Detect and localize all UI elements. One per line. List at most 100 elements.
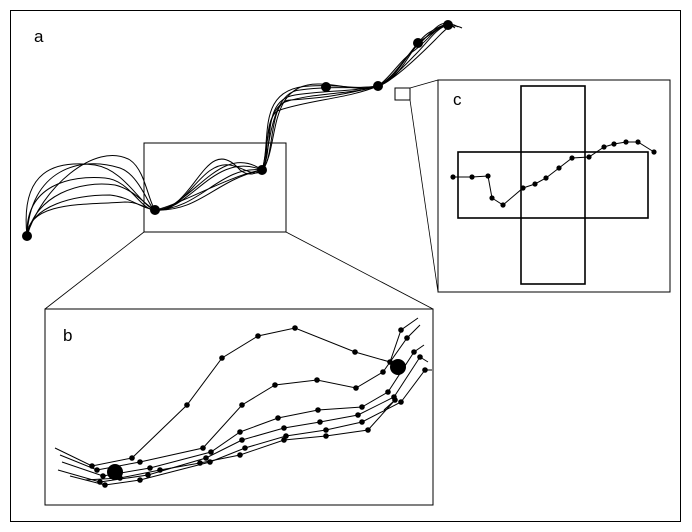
key-point [373, 81, 383, 91]
track-point [359, 419, 365, 425]
track-point [145, 472, 151, 478]
track-point [197, 460, 203, 466]
track-point [102, 482, 108, 488]
cross-horizontal-bar [457, 151, 649, 219]
track-point [207, 459, 213, 465]
track-point [380, 369, 386, 375]
track-point [532, 181, 538, 187]
track-point [219, 355, 225, 361]
leader-c-bottom [409, 99, 439, 293]
track-point [543, 175, 549, 181]
track-point [147, 465, 153, 471]
track-point [157, 467, 163, 473]
panel-b-key-point [390, 359, 406, 375]
panel-c-track [450, 139, 657, 208]
track-point [355, 412, 361, 418]
key-point [321, 82, 331, 92]
track-point [556, 165, 562, 171]
track-point [489, 195, 495, 201]
trajectory-curve [26, 24, 456, 237]
leader-b-left [44, 231, 145, 310]
track-point [353, 385, 359, 391]
panel-c-label: c [453, 90, 462, 109]
trajectory-curve [26, 25, 463, 237]
track-point [203, 455, 209, 461]
track-point [569, 155, 575, 161]
track-line [54, 317, 419, 467]
track-point [392, 397, 398, 403]
panel-b-label: b [63, 326, 72, 345]
track-point [317, 419, 323, 425]
track-point [611, 141, 617, 147]
leader-c-top [409, 79, 439, 89]
trajectory-curve [26, 23, 449, 237]
track-point [365, 427, 371, 433]
track-line [57, 356, 429, 483]
track-point [411, 349, 417, 355]
zoom-region-b [143, 142, 287, 233]
track-point [385, 389, 391, 395]
panel-b-key-point [107, 464, 123, 480]
trajectory-curve [26, 25, 446, 237]
track-point [237, 452, 243, 458]
key-point [443, 20, 453, 30]
track-point [281, 425, 287, 431]
key-point [22, 231, 32, 241]
track-point [601, 144, 607, 150]
track-point [520, 185, 526, 191]
zoom-region-c [394, 87, 411, 101]
track-point [200, 445, 206, 451]
track-point [417, 354, 423, 360]
track-point [239, 402, 245, 408]
key-point [413, 38, 423, 48]
track-point [315, 407, 321, 413]
panel-b-tracks [54, 317, 432, 488]
track-point [275, 415, 281, 421]
track-line [84, 399, 396, 481]
track-point [485, 173, 491, 179]
track-point [651, 149, 657, 155]
track-point [239, 437, 245, 443]
track-point [292, 325, 298, 331]
track-point [255, 333, 261, 339]
trajectory-curve [25, 23, 453, 237]
track-point [469, 174, 475, 180]
key-point [257, 165, 267, 175]
track-point [100, 473, 106, 479]
track-point [272, 382, 278, 388]
track-point [129, 455, 135, 461]
track-point [137, 477, 143, 483]
panel-a-curves [25, 22, 463, 237]
track-point [137, 459, 143, 465]
track-point [623, 139, 629, 145]
panel-c: c [437, 79, 671, 293]
track-point [398, 399, 404, 405]
track-point [635, 139, 641, 145]
track-point [404, 335, 410, 341]
track-point [94, 467, 100, 473]
track-point [323, 427, 329, 433]
panel-b-frame [44, 308, 434, 506]
key-point [150, 205, 160, 215]
leader-b-right [285, 231, 434, 310]
track-point [314, 377, 320, 383]
track-point [242, 445, 248, 451]
track-line [61, 344, 425, 477]
track-point [450, 174, 456, 180]
panel-a-label: a [34, 27, 44, 46]
track-point [237, 429, 243, 435]
track-point [586, 154, 592, 160]
track-point [323, 433, 329, 439]
cross-vertical-bar [520, 85, 586, 285]
track-point [281, 437, 287, 443]
track-point [422, 367, 428, 373]
outer-frame [10, 10, 681, 522]
panel-a: a [22, 20, 463, 241]
track-point [184, 402, 190, 408]
track-point [398, 327, 404, 333]
track-line [453, 141, 655, 206]
panel-b: b [44, 308, 434, 506]
panel-c-frame [437, 79, 671, 293]
track-point [359, 404, 365, 410]
track-point [352, 349, 358, 355]
